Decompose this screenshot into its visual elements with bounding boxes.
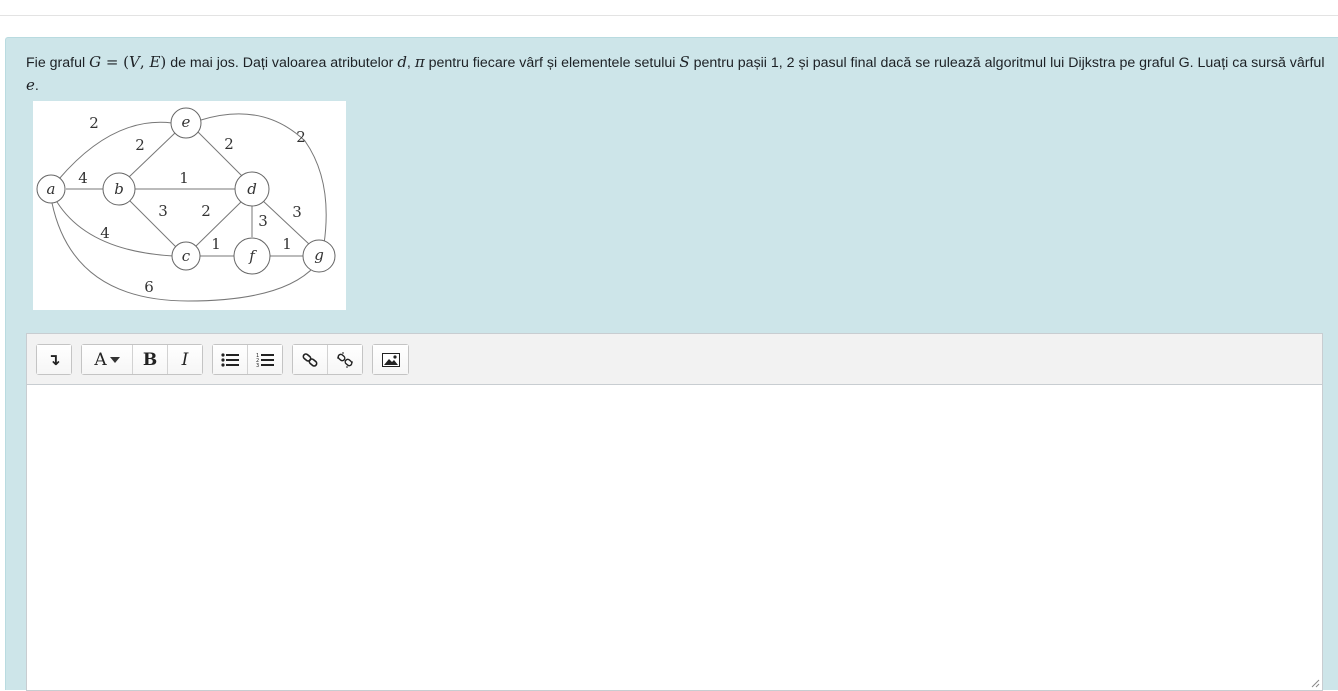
node-b — [102, 172, 136, 206]
collapse-icon: ↴ — [47, 351, 61, 369]
node-label-e: e — [182, 113, 191, 131]
node-f — [233, 237, 271, 275]
weight-e-g: 2 — [296, 128, 306, 146]
unlink-icon — [337, 351, 353, 368]
weight-d-f: 3 — [258, 212, 268, 230]
editor-toolbar: ↴ A B I — [27, 334, 1322, 385]
italic-button[interactable]: I — [168, 345, 202, 374]
weight-a-c: 4 — [100, 224, 110, 242]
answer-textarea[interactable] — [27, 385, 1322, 690]
edge-b-c — [128, 199, 177, 248]
font-style-icon: A — [94, 349, 107, 370]
answer-editor: ↴ A B I — [26, 333, 1323, 691]
weight-a-b: 4 — [78, 169, 88, 187]
bold-icon: B — [142, 349, 158, 370]
node-c — [171, 241, 201, 271]
edge-a-e — [58, 121, 173, 180]
edge-e-g — [200, 113, 327, 245]
toolbar-group-lists: 1 2 3 — [212, 344, 283, 375]
node-label-b: b — [114, 180, 124, 198]
graph-edges — [51, 113, 327, 302]
svg-text:3: 3 — [256, 363, 259, 368]
node-label-c: c — [182, 247, 191, 265]
toolbar-group-collapse: ↴ — [36, 344, 72, 375]
link-icon — [302, 352, 318, 367]
unordered-list-icon — [221, 352, 239, 367]
node-label-f: f — [248, 247, 257, 265]
bold-button[interactable]: B — [133, 345, 168, 374]
toolbar-group-text: A B I — [81, 344, 203, 375]
node-e — [170, 107, 202, 139]
top-divider — [0, 15, 1338, 16]
node-a — [36, 174, 66, 204]
node-label-g: g — [314, 246, 324, 264]
edge-a-c — [56, 201, 174, 257]
edge-a-g — [51, 202, 316, 302]
edge-d-c — [194, 199, 244, 248]
node-d — [234, 171, 270, 207]
toolbar-group-media — [372, 344, 409, 375]
node-label-a: a — [47, 180, 56, 198]
edge-e-d — [197, 131, 244, 178]
font-style-button[interactable]: A — [82, 345, 133, 374]
weight-a-e: 2 — [89, 114, 99, 132]
weight-b-c: 3 — [158, 202, 168, 220]
insert-image-button[interactable] — [373, 345, 408, 374]
graph-figure: a b c d e f g 2 4 4 6 2 1 3 2 2 2 3 3 1 … — [33, 101, 346, 310]
graph-nodes — [36, 107, 336, 275]
question-text: Fie graful G = (V, E) de mai jos. Dați v… — [26, 53, 1325, 94]
question-panel: Fie graful G = (V, E) de mai jos. Dați v… — [5, 37, 1338, 691]
unlink-button[interactable] — [328, 345, 362, 374]
image-icon — [381, 352, 400, 367]
link-button[interactable] — [293, 345, 328, 374]
resize-handle-icon[interactable] — [1310, 678, 1320, 688]
collapse-button[interactable]: ↴ — [37, 345, 71, 374]
dropdown-caret-icon — [109, 356, 120, 363]
weight-b-e: 2 — [135, 136, 145, 154]
node-label-d: d — [247, 180, 257, 198]
weight-d-c: 2 — [201, 202, 211, 220]
unordered-list-button[interactable] — [213, 345, 248, 374]
toolbar-group-links — [292, 344, 363, 375]
weight-f-g: 1 — [282, 235, 292, 253]
svg-text:1: 1 — [256, 353, 259, 359]
weight-e-d: 2 — [224, 135, 234, 153]
graph-labels: a b c d e f g 2 4 4 6 2 1 3 2 2 2 3 3 1 … — [47, 113, 324, 296]
svg-text:2: 2 — [256, 358, 259, 364]
edge-d-g — [261, 199, 311, 246]
weight-b-d: 1 — [179, 169, 189, 187]
weight-d-g: 3 — [292, 203, 302, 221]
weight-c-f: 1 — [211, 235, 221, 253]
edge-b-e — [128, 131, 177, 178]
node-g — [302, 239, 336, 273]
ordered-list-icon: 1 2 3 — [256, 353, 274, 368]
italic-icon: I — [181, 349, 189, 370]
weight-a-g: 6 — [144, 278, 154, 296]
ordered-list-button[interactable]: 1 2 3 — [248, 345, 282, 374]
